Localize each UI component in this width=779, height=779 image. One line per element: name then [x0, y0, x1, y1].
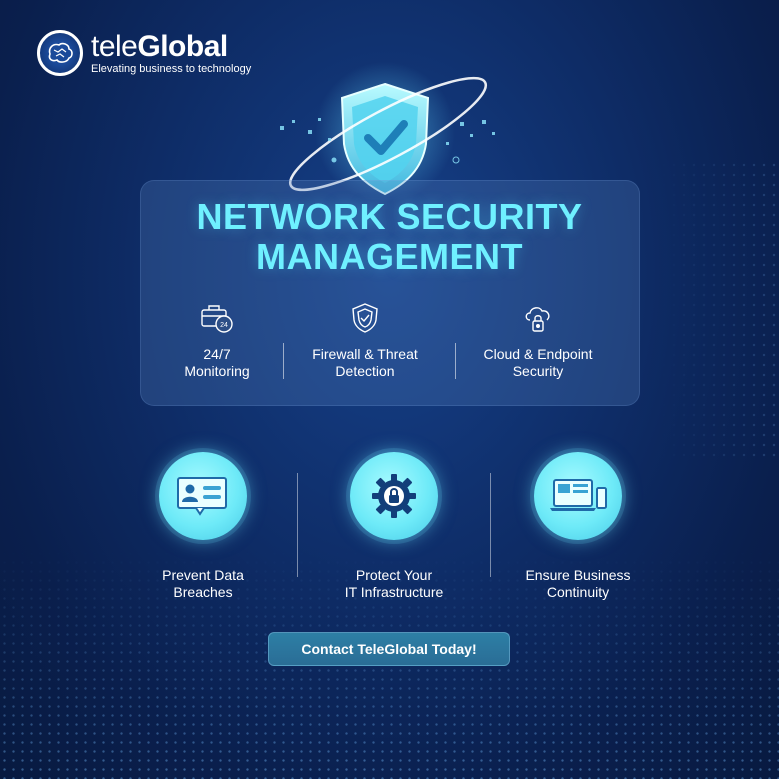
title-line-1: NETWORK SECURITY [196, 196, 583, 237]
feature-divider [283, 343, 284, 379]
benefit-divider [297, 473, 298, 577]
brand-tagline: Elevating business to technology [91, 62, 252, 75]
benefit-prevent-breaches: Prevent Data Breaches [113, 452, 293, 601]
id-card-icon [159, 452, 247, 540]
benefit-divider [490, 473, 491, 577]
page-title: NETWORK SECURITY MANAGEMENT [0, 197, 779, 277]
dot-pattern-right [659, 160, 779, 460]
feature-cloud-endpoint: Cloud & Endpoint Security [458, 302, 618, 380]
brand-name: teleGlobal [91, 29, 228, 63]
svg-text:24: 24 [220, 322, 228, 329]
shield-check-icon [285, 302, 445, 334]
feature-monitoring: 24 24/7 Monitoring [137, 302, 297, 380]
shield-check-illustration [270, 62, 510, 212]
contact-button[interactable]: Contact TeleGlobal Today! [268, 632, 510, 666]
brand-logo: teleGlobal Elevating business to technol… [37, 30, 251, 76]
briefcase-24h-icon: 24 [137, 302, 297, 334]
benefit-protect-it: Protect Your IT Infrastructure [304, 452, 484, 601]
cloud-lock-icon [458, 302, 618, 334]
gear-lock-icon [350, 452, 438, 540]
feature-firewall: Firewall & Threat Detection [285, 302, 445, 380]
benefit-business-continuity: Ensure Business Continuity [488, 452, 668, 601]
title-line-2: MANAGEMENT [256, 236, 523, 277]
feature-panel [140, 180, 640, 406]
brain-globe-icon [37, 30, 83, 76]
feature-divider [455, 343, 456, 379]
laptop-phone-icon [534, 452, 622, 540]
